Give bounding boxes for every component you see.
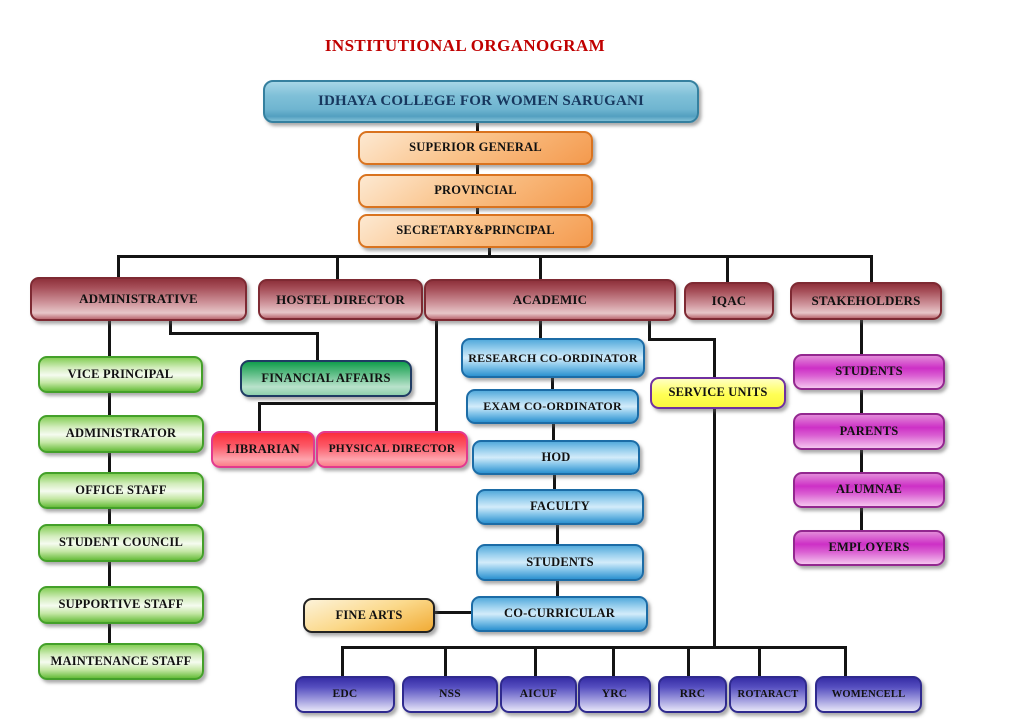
node-employers: EMPLOYERS	[793, 530, 945, 566]
connector	[539, 255, 542, 281]
connector	[870, 255, 873, 284]
node-student-council: STUDENT COUNCIL	[38, 524, 204, 562]
node-academic: ACADEMIC	[424, 279, 676, 321]
node-administrative: ADMINISTRATIVE	[30, 277, 247, 321]
node-faculty: FACULTY	[476, 489, 644, 525]
connector	[860, 386, 863, 414]
node-yrc: YRC	[578, 676, 651, 713]
connector	[713, 338, 716, 379]
node-edc: EDC	[295, 676, 395, 713]
connector	[117, 255, 873, 258]
connector	[108, 620, 111, 644]
node-rrc: RRC	[658, 676, 727, 713]
connector	[258, 402, 261, 432]
connector	[476, 160, 479, 174]
node-provincial: PROVINCIAL	[358, 174, 593, 208]
connector	[556, 521, 559, 545]
node-co-curricular: CO-CURRICULAR	[471, 596, 648, 632]
connector	[539, 317, 542, 339]
connector	[108, 505, 111, 525]
connector	[341, 646, 344, 677]
connector	[713, 404, 716, 649]
node-financial-affairs: FINANCIAL AFFAIRS	[240, 360, 412, 397]
connector	[341, 646, 847, 649]
connector	[758, 646, 761, 677]
connector	[534, 646, 537, 677]
node-fine-arts: FINE ARTS	[303, 598, 435, 633]
connector	[648, 338, 716, 341]
node-alumnae: ALUMNAE	[793, 472, 945, 508]
node-research-coordinator: RESEARCH CO-ORDINATOR	[461, 338, 645, 378]
connector	[435, 317, 438, 432]
node-rotaract: ROTARACT	[729, 676, 807, 713]
connector	[612, 646, 615, 677]
connector	[169, 317, 172, 335]
connector	[860, 504, 863, 531]
node-maintenance-staff: MAINTENANCE STAFF	[38, 643, 204, 680]
node-students-stakeholder: STUDENTS	[793, 354, 945, 390]
node-womencell: WOMENCELL	[815, 676, 922, 713]
node-service-units: SERVICE UNITS	[650, 377, 786, 409]
connector	[860, 446, 863, 473]
connector	[316, 332, 319, 361]
node-librarian: LIBRARIAN	[211, 431, 315, 468]
connector	[117, 255, 120, 279]
connector	[648, 317, 651, 341]
node-stakeholders: STAKEHOLDERS	[790, 282, 942, 320]
node-iqac: IQAC	[684, 282, 774, 320]
connector	[844, 646, 847, 677]
node-nss: NSS	[402, 676, 498, 713]
node-office-staff: OFFICE STAFF	[38, 472, 204, 509]
connector	[476, 118, 479, 131]
connector	[108, 448, 111, 473]
connector	[551, 373, 554, 390]
node-vice-principal: VICE PRINCIPAL	[38, 356, 203, 393]
connector	[444, 646, 447, 677]
connector	[108, 558, 111, 587]
node-college: IDHAYA COLLEGE FOR WOMEN SARUGANI	[263, 80, 699, 123]
connector	[429, 611, 473, 614]
connector	[552, 419, 555, 441]
page-title: INSTITUTIONAL ORGANOGRAM	[324, 36, 606, 55]
connector	[553, 471, 556, 490]
node-exam-coordinator: EXAM CO-ORDINATOR	[466, 389, 639, 424]
node-physical-director: PHYSICAL DIRECTOR	[316, 431, 468, 468]
connector	[860, 316, 863, 355]
node-hostel-director: HOSTEL DIRECTOR	[258, 279, 423, 320]
connector	[108, 317, 111, 356]
connector	[488, 243, 491, 256]
node-supportive-staff: SUPPORTIVE STAFF	[38, 586, 204, 624]
node-hod: HOD	[472, 440, 640, 475]
connector	[169, 332, 319, 335]
node-aicuf: AICUF	[500, 676, 577, 713]
connector	[726, 255, 729, 284]
connector	[556, 577, 559, 597]
node-parents: PARENTS	[793, 413, 945, 450]
connector	[108, 389, 111, 416]
node-students-academic: STUDENTS	[476, 544, 644, 581]
connector	[258, 402, 438, 405]
connector	[476, 203, 479, 214]
node-administrator: ADMINISTRATOR	[38, 415, 204, 453]
connector	[336, 255, 339, 281]
connector	[687, 646, 690, 677]
node-secretary-principal: SECRETARY&PRINCIPAL	[358, 214, 593, 248]
node-superior-general: SUPERIOR GENERAL	[358, 131, 593, 165]
